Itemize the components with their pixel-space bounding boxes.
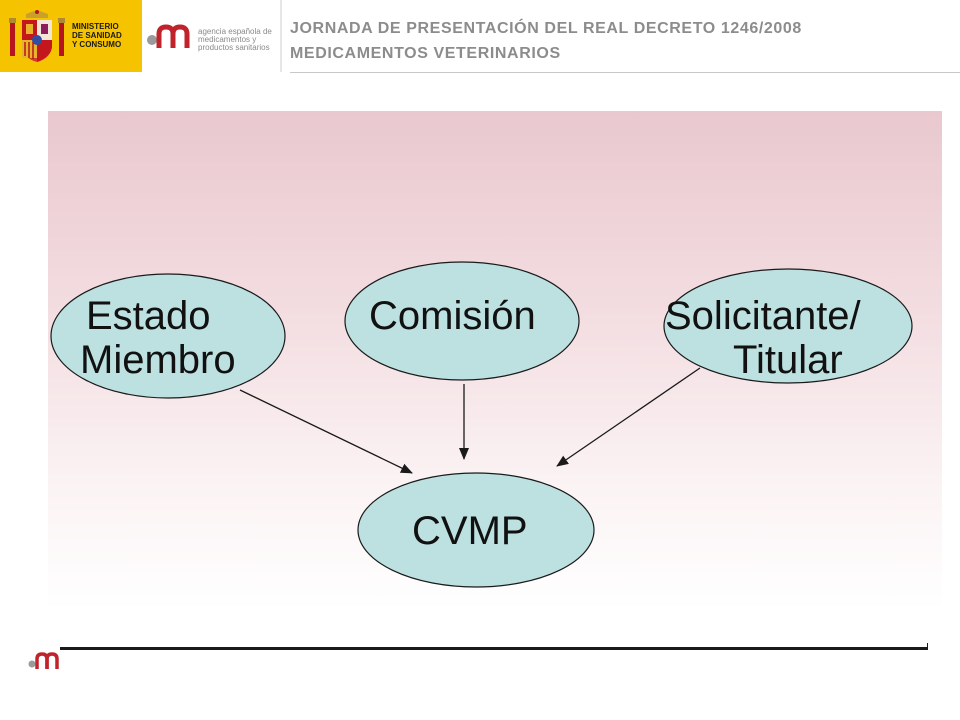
presentation-title: JORNADA DE PRESENTACIÓN DEL REAL DECRETO…	[290, 16, 950, 66]
agency-line-2: medicamentos y	[198, 35, 257, 44]
ministry-line-1: MINISTERIO	[72, 22, 119, 31]
node-solicitante-titular	[663, 268, 913, 384]
ministry-line-3: Y CONSUMO	[72, 40, 122, 49]
footer-divider	[60, 647, 928, 650]
node-comision	[344, 261, 580, 381]
agency-logo: agencia española de medicamentos y produ…	[142, 0, 282, 72]
node-cvmp	[357, 472, 595, 588]
edge-solicitante-to-cvmp	[556, 367, 701, 467]
ministry-name: MINISTERIO DE SANIDAD Y CONSUMO	[72, 22, 138, 49]
footer-am-icon	[28, 652, 59, 669]
node-estado-miembro	[50, 273, 286, 399]
edge-estado-to-cvmp	[239, 389, 413, 474]
title-line-1: JORNADA DE PRESENTACIÓN DEL REAL DECRETO…	[290, 20, 802, 37]
label-miembro: Miembro	[80, 338, 236, 382]
footer-divider-tick	[927, 643, 928, 650]
agency-name: agencia española de medicamentos y produ…	[198, 28, 278, 52]
agency-line-3: productos sanitarios	[198, 43, 270, 52]
title-line-2: MEDICAMENTOS VETERINARIOS	[290, 45, 561, 62]
header-divider	[290, 72, 960, 73]
agency-am-icon	[147, 24, 190, 48]
label-comision: Comisión	[369, 294, 536, 338]
label-solicitante: Solicitante/	[665, 294, 861, 338]
coat-of-arms-icon	[9, 10, 65, 62]
label-titular: Titular	[733, 338, 843, 382]
label-cvmp: CVMP	[412, 509, 528, 553]
label-estado: Estado	[86, 294, 211, 338]
ministry-logo: MINISTERIO DE SANIDAD Y CONSUMO	[0, 0, 142, 72]
ministry-line-2: DE SANIDAD	[72, 31, 122, 40]
agency-line-1: agencia española de	[198, 27, 272, 36]
